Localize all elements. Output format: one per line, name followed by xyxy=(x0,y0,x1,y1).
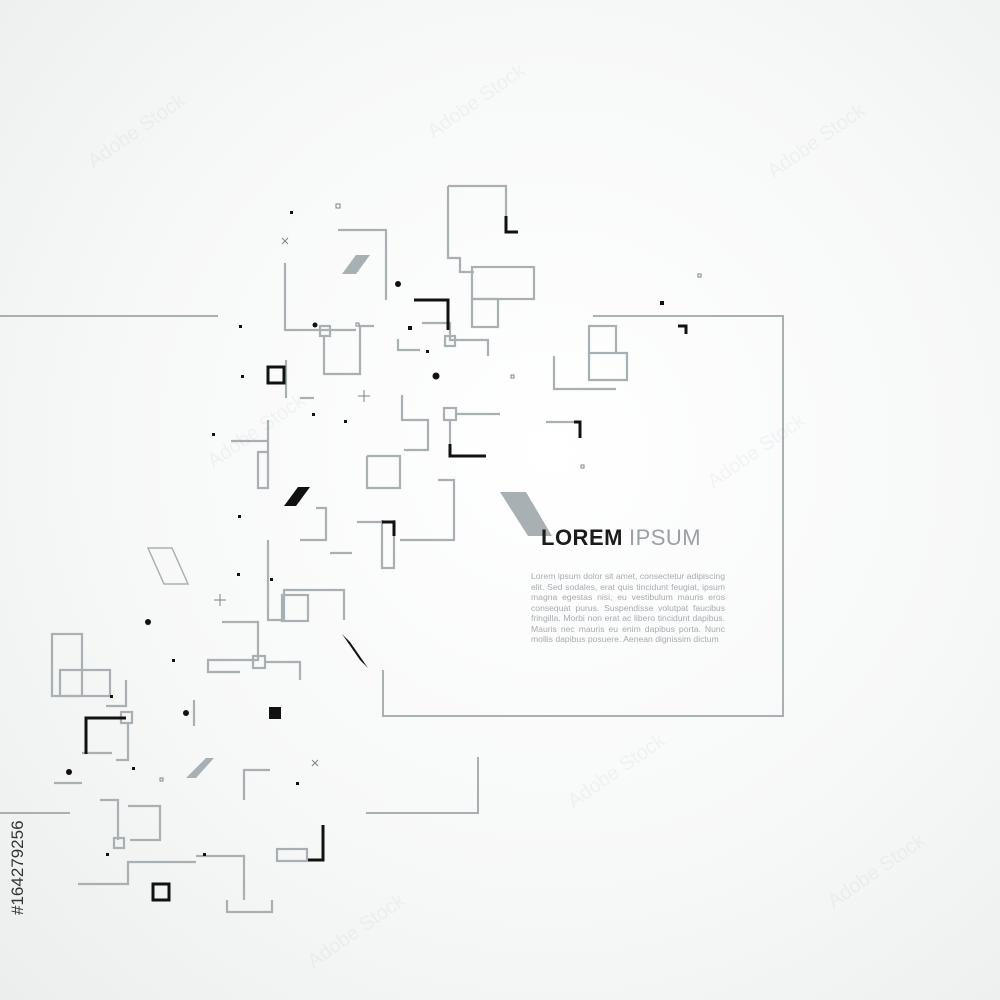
circuit-gray xyxy=(50,184,629,914)
frame-lines xyxy=(0,315,784,814)
headline-light: IPSUM xyxy=(628,525,702,550)
headline-bold: LOREM xyxy=(541,525,623,550)
scatter-dots xyxy=(66,211,664,856)
slanted-shapes xyxy=(146,255,552,778)
circuit-dark xyxy=(84,216,688,902)
crosshair-marks xyxy=(159,203,702,782)
placeholder-paragraph: Lorem ipsum dolor sit amet, consectetur … xyxy=(531,571,725,644)
stock-id-label: #164279256 xyxy=(8,820,27,915)
